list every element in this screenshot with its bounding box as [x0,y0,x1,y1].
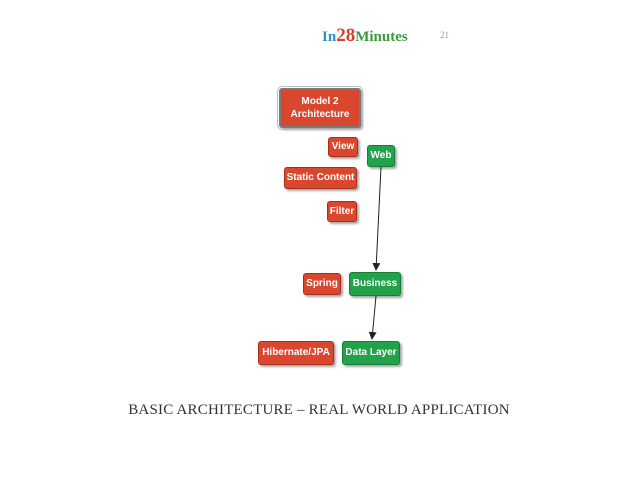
logo-minutes: Minutes [355,29,408,45]
business-label: Business [352,278,398,290]
model-2-architecture-box: Model 2 Architecture [277,86,363,130]
view-label: View [331,141,355,153]
arrow-web-to-business [372,166,382,271]
logo-28: 28 [336,25,356,46]
static-content-label: Static Content [286,172,355,184]
hibernate-jpa-box: Hibernate/JPA [258,341,334,365]
filter-label: Filter [329,205,355,217]
web-label: Web [370,150,392,162]
web-box: Web [367,145,395,167]
page-number: 21 [440,30,449,40]
logo-in: In [322,29,337,45]
title-line-2: Architecture [290,109,350,120]
in28minutes-logo: In28Minutes [322,26,408,47]
spring-label: Spring [306,278,338,290]
view-box: View [328,137,358,157]
spring-box: Spring [303,273,341,295]
data-layer-box: Data Layer [342,341,400,365]
arrow-business-to-data-layer [368,295,377,340]
filter-box: Filter [327,201,357,222]
slide-caption: BASIC ARCHITECTURE – REAL WORLD APPLICAT… [128,402,510,418]
hibernate-jpa-label: Hibernate/JPA [262,347,330,359]
title-line-1: Model 2 [301,95,339,107]
data-layer-label: Data Layer [345,347,397,359]
static-content-box: Static Content [284,167,357,189]
business-box: Business [349,272,401,296]
